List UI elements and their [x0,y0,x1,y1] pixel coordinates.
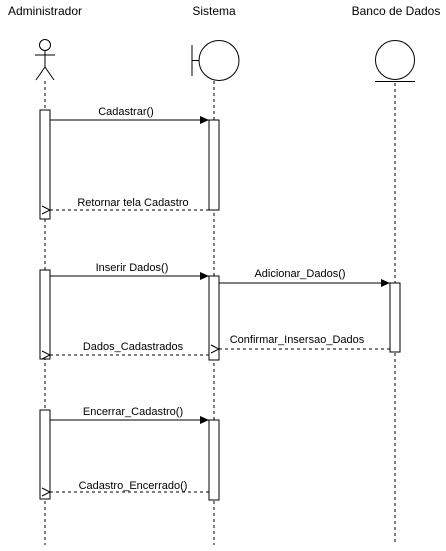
activation-admin-1 [39,109,51,220]
participant-label-sistema: Sistema [192,4,236,18]
message-dados-cadastrados-label: Dados_Cadastrados [83,341,184,353]
actor-icon [35,39,55,81]
activation-sistema-2 [208,275,220,361]
activation-sistema-3 [208,419,220,501]
activation-admin-2 [39,269,51,360]
message-inserir-label: Inserir Dados() [96,262,169,274]
message-encerrar-label: Encerrar_Cadastro() [83,406,183,418]
message-confirmar-label: Confirmar_Insersao_Dados [230,334,365,346]
activation-admin-3 [39,409,51,500]
message-retornar-label: Retornar tela Cadastro [77,197,188,209]
entity-icon [375,40,415,82]
message-cadastrar-label: Cadastrar() [98,106,154,118]
boundary-icon [191,40,240,81]
participant-label-admin: Administrador [8,4,82,18]
message-adicionar-label: Adicionar_Dados() [254,268,345,280]
activation-banco-1 [389,282,401,353]
message-cadastro-encerrado-label: Cadastro_Encerrado() [79,480,188,492]
participant-label-banco: Banco de Dados [352,4,441,18]
activation-sistema-1 [208,119,220,211]
